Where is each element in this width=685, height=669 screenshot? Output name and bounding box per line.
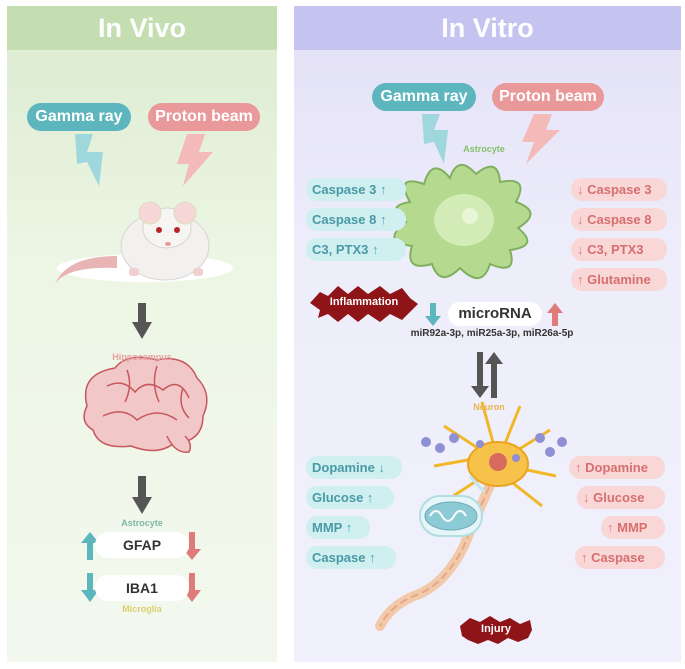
astro-proton-glutamine-tag: ↑ Glutamine — [571, 268, 667, 291]
gfap-marker: GFAP — [95, 532, 189, 558]
vitro-astrocyte-label: Astrocyte — [463, 144, 505, 154]
down-arrow-2 — [132, 476, 152, 514]
in-vivo-panel: In Vivo Gamma ray Proton beam — [7, 6, 277, 662]
astro-proton-c3-tag: ↓ C3, PTX3 — [571, 238, 667, 261]
neuron-proton-mmp-text: MMP — [617, 520, 648, 535]
neuron-gamma-glucose-tag: Glucose ↑ — [306, 486, 394, 509]
astro-gamma-c3-text: C3, PTX3 — [312, 242, 369, 257]
inflammation-burst — [310, 286, 418, 322]
gamma-lightning-icon — [75, 134, 103, 186]
astro-proton-caspase8-tag: ↓ Caspase 8 — [571, 208, 667, 231]
microrna-gamma-down-arrow — [425, 303, 441, 326]
neuron-proton-glucose-text: Glucose — [593, 490, 645, 505]
down-arrow-icon: ↓ — [577, 212, 584, 227]
injury-burst — [460, 616, 532, 644]
astro-gamma-caspase3-text: Caspase 3 — [312, 182, 377, 197]
iba1-marker: IBA1 — [95, 575, 189, 601]
neuron-proton-caspase-text: Caspase — [591, 550, 645, 565]
gfap-gamma-up-arrow — [81, 532, 99, 560]
up-arrow-icon: ↑ — [379, 182, 387, 197]
vivo-astrocyte-label: Astrocyte — [121, 518, 163, 528]
neuron-proton-caspase-tag: ↑ Caspase — [575, 546, 665, 569]
neuron-proton-glucose-tag: ↓ Glucose — [577, 486, 665, 509]
microrna-title: microRNA — [448, 302, 542, 326]
gfap-proton-down-arrow — [183, 532, 201, 560]
proton-beam-label: Proton beam — [148, 103, 260, 131]
hippocampus-label: Hippocampus — [112, 352, 172, 362]
up-arrow-icon: ↑ — [577, 272, 584, 287]
neuron-gamma-caspase-text: Caspase — [312, 550, 366, 565]
in-vitro-graphics — [310, 114, 567, 644]
astro-proton-glutamine-text: Glutamine — [587, 272, 651, 287]
vitro-gamma-lightning-icon — [422, 114, 448, 164]
vitro-gamma-ray-label: Gamma ray — [372, 83, 476, 111]
down-arrow-icon: ↓ — [577, 242, 584, 257]
neuron-proton-mmp-tag: ↑ MMP — [601, 516, 665, 539]
neuron-proton-dopamine-text: Dopamine — [585, 460, 648, 475]
down-arrow-icon: ↓ — [583, 490, 590, 505]
proton-lightning-icon — [177, 134, 213, 186]
astro-proton-c3-text: C3, PTX3 — [587, 242, 644, 257]
gamma-ray-label: Gamma ray — [27, 103, 131, 131]
up-arrow-icon: ↑ — [379, 212, 387, 227]
in-vivo-title: In Vivo — [7, 6, 277, 50]
iba1-gamma-down-arrow — [81, 573, 99, 602]
vitro-proton-beam-label: Proton beam — [492, 83, 604, 111]
microrna-list: miR92a-3p, miR25a-3p, miR26a-5p — [410, 328, 574, 339]
up-arrow-icon: ↑ — [575, 460, 582, 475]
neuron-gamma-glucose-text: Glucose — [312, 490, 364, 505]
microrna-proton-up-arrow — [547, 303, 563, 326]
injury-label: Injury — [481, 623, 511, 635]
down-arrow-icon: ↓ — [577, 182, 584, 197]
in-vitro-panel: In Vitro Gamma ray Proton beam — [294, 6, 681, 662]
astro-proton-caspase3-text: Caspase 3 — [587, 182, 652, 197]
up-arrow-icon: ↑ — [607, 520, 614, 535]
astrocyte-cell-icon — [393, 164, 532, 279]
astro-gamma-caspase8-tag: Caspase 8 ↑ — [306, 208, 406, 231]
brain-icon — [83, 356, 208, 453]
astro-gamma-caspase8-text: Caspase 8 — [312, 212, 377, 227]
up-arrow-icon: ↑ — [369, 550, 376, 565]
down-arrow-1 — [132, 303, 152, 339]
in-vitro-title: In Vitro — [294, 6, 681, 50]
up-arrow-icon: ↑ — [366, 490, 374, 505]
neuron-gamma-mmp-tag: MMP ↑ — [306, 516, 370, 539]
neuron-label: Neuron — [473, 402, 505, 412]
astro-gamma-c3-tag: C3, PTX3 ↑ — [306, 238, 406, 261]
up-arrow-icon: ↑ — [345, 520, 353, 535]
astro-proton-caspase8-text: Caspase 8 — [587, 212, 652, 227]
astro-gamma-caspase3-tag: Caspase 3 ↑ — [306, 178, 406, 201]
up-arrow-icon: ↑ — [371, 242, 379, 257]
astro-proton-caspase3-tag: ↓ Caspase 3 — [571, 178, 667, 201]
neuron-proton-dopamine-tag: ↑ Dopamine — [569, 456, 665, 479]
vivo-microglia-label: Microglia — [122, 604, 162, 614]
down-arrow-icon: ↓ — [378, 460, 385, 475]
up-arrow-icon: ↑ — [581, 550, 588, 565]
neuron-gamma-dopamine-tag: Dopamine ↓ — [306, 456, 402, 479]
in-vivo-graphics — [55, 134, 233, 602]
neuron-gamma-caspase-tag: Caspase ↑ — [306, 546, 396, 569]
neuron-gamma-mmp-text: MMP — [312, 520, 343, 535]
vitro-proton-lightning-icon — [522, 114, 560, 164]
neuron-cell-icon — [375, 401, 567, 631]
inflammation-label: Inflammation — [329, 296, 399, 308]
neuron-gamma-dopamine-text: Dopamine — [312, 460, 375, 475]
bidirectional-arrows — [471, 352, 503, 398]
mouse-icon — [55, 201, 233, 284]
